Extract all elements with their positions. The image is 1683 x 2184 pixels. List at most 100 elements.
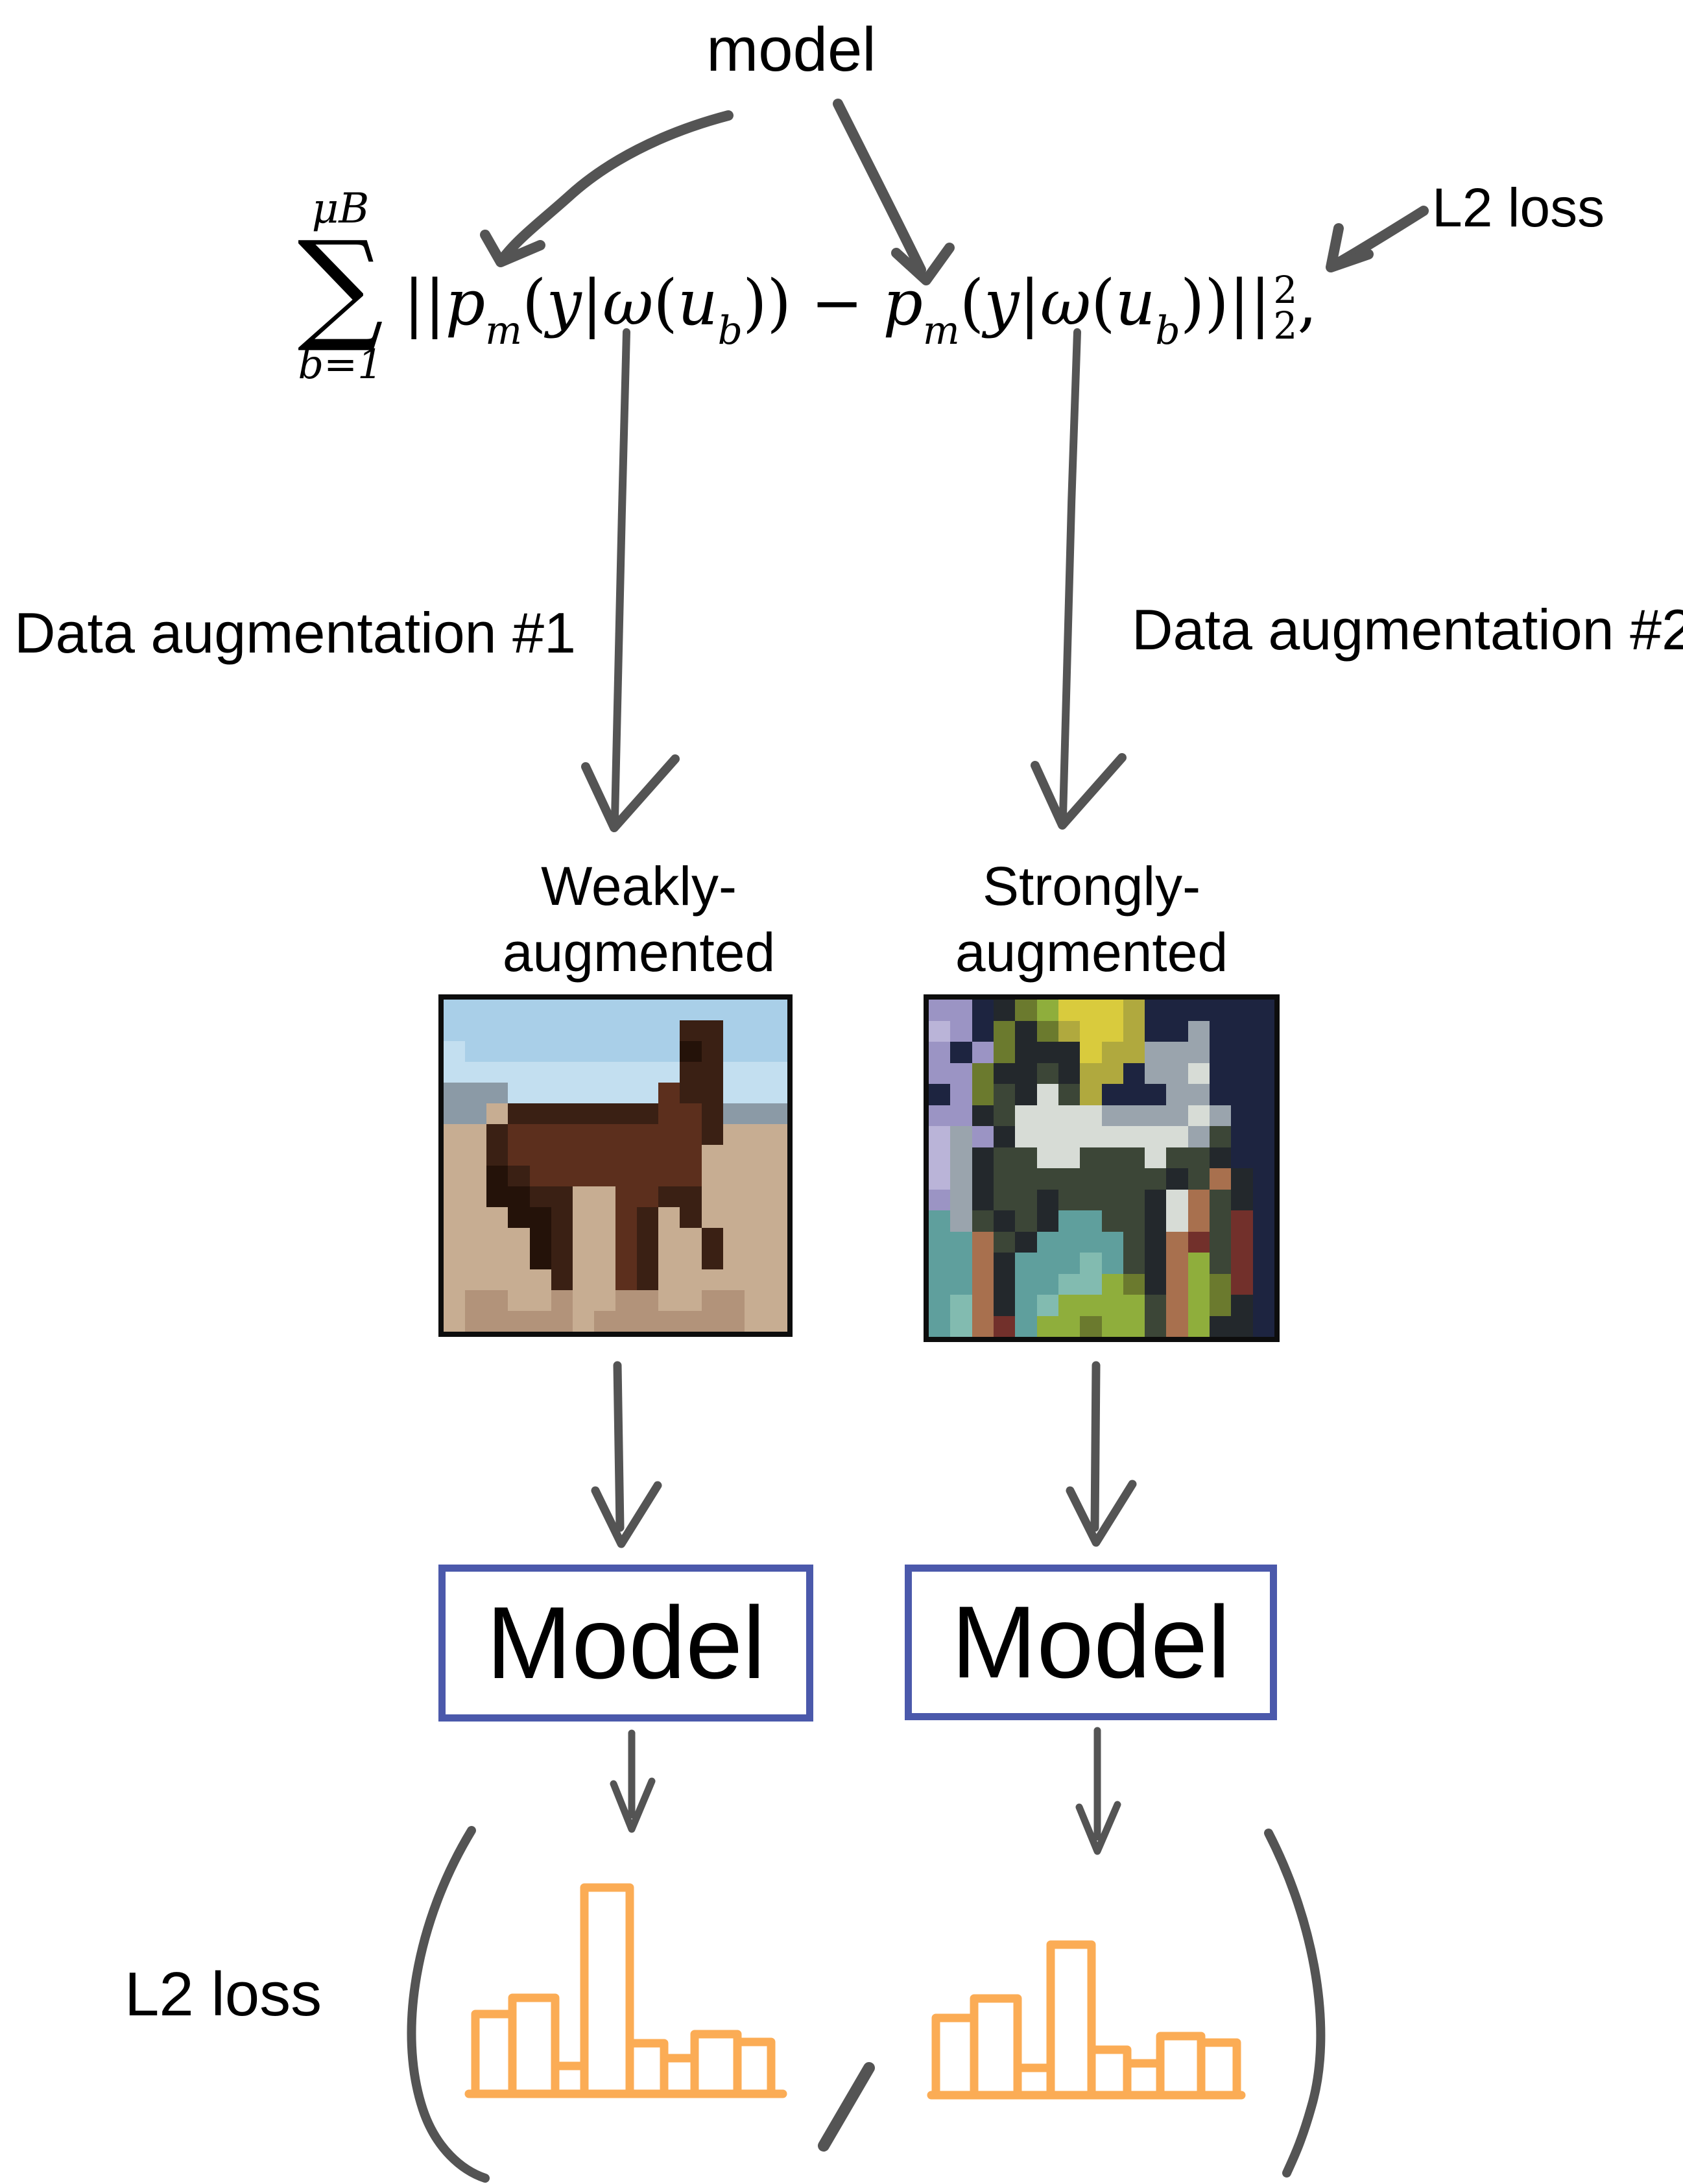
image-pixel (993, 1147, 1016, 1168)
image-pixel (765, 1000, 787, 1020)
image-pixel (1101, 1253, 1123, 1274)
image-pixel (1166, 1253, 1188, 1274)
image-pixel (615, 1103, 638, 1124)
arrow-left-model-to-histogram (610, 1729, 656, 1833)
image-pixel (529, 1103, 551, 1124)
image-pixel (444, 1020, 466, 1041)
image-pixel (680, 1083, 702, 1103)
arrowhead-icon (610, 1777, 656, 1833)
image-pixel (444, 1311, 466, 1332)
image-pixel (465, 1228, 487, 1249)
image-pixel (637, 1166, 659, 1186)
image-pixel (508, 1020, 530, 1041)
image-pixel (1015, 1253, 1037, 1274)
image-pixel (508, 1103, 530, 1124)
image-pixel (572, 1083, 594, 1103)
image-pixel (1080, 1084, 1102, 1105)
image-pixel (486, 1207, 508, 1228)
image-pixel (1123, 1295, 1145, 1316)
image-pixel (637, 1290, 659, 1311)
arrow-right-model-to-histogram (1075, 1727, 1121, 1855)
image-pixel (486, 1228, 508, 1249)
image-pixel (486, 1269, 508, 1290)
histogram-bar (1087, 2045, 1132, 2100)
image-pixel (1231, 1189, 1253, 1210)
image-pixel (1166, 1210, 1188, 1232)
image-pixel (1123, 1231, 1145, 1253)
image-pixel (1231, 1126, 1253, 1147)
image-pixel (680, 1145, 702, 1166)
image-pixel (1231, 1020, 1253, 1042)
image-pixel (1252, 1020, 1274, 1042)
image-pixel (508, 1145, 530, 1166)
image-pixel (444, 1062, 466, 1083)
arrow-l2loss-to-formula (1326, 206, 1429, 272)
image-pixel (701, 1269, 723, 1290)
image-pixel (637, 1249, 659, 1269)
image-pixel (1210, 1210, 1232, 1232)
image-pixel (1231, 1315, 1253, 1337)
histogram-bar (471, 2010, 517, 2098)
image-pixel (1166, 1315, 1188, 1337)
image-pixel (1252, 1189, 1274, 1210)
image-pixel (1036, 1273, 1058, 1295)
image-pixel (444, 1228, 466, 1249)
image-pixel (637, 1000, 659, 1020)
image-pixel (486, 1083, 508, 1103)
histogram-right (927, 1940, 1246, 2100)
image-pixel (1080, 1253, 1102, 1274)
image-pixel (658, 1249, 680, 1269)
image-pixel (658, 1000, 680, 1020)
image-pixel (1166, 1062, 1188, 1084)
image-pixel (1188, 1000, 1210, 1021)
image-pixel (1166, 1000, 1188, 1021)
image-pixel (572, 1062, 594, 1083)
image-pixel (972, 1084, 994, 1105)
image-pixel (1231, 1210, 1253, 1232)
histogram-bar (580, 1883, 634, 2098)
image-pixel (993, 1042, 1016, 1063)
image-pixel (1145, 1126, 1167, 1147)
image-pixel (551, 1186, 573, 1207)
image-pixel (1123, 1147, 1145, 1168)
image-pixel (1036, 1210, 1058, 1232)
image-pixel (1080, 1273, 1102, 1295)
image-pixel (701, 1041, 723, 1062)
image-pixel (1123, 1000, 1145, 1021)
weakly-augmented-image (438, 994, 793, 1337)
image-pixel (680, 1041, 702, 1062)
image-pixel (929, 1295, 951, 1316)
image-pixel (444, 1145, 466, 1166)
image-pixel (1036, 1062, 1058, 1084)
image-pixel (1252, 1042, 1274, 1063)
image-pixel (1123, 1168, 1145, 1190)
image-pixel (1166, 1295, 1188, 1316)
image-pixel (972, 1189, 994, 1210)
image-pixel (1101, 1084, 1123, 1105)
image-pixel (1015, 1042, 1037, 1063)
image-pixel (1145, 1168, 1167, 1190)
image-pixel (1036, 1189, 1058, 1210)
histogram-bar (508, 1993, 560, 2098)
image-pixel (444, 1000, 466, 1020)
image-pixel (551, 1228, 573, 1249)
image-pixel (486, 1103, 508, 1124)
histogram-bar (660, 2054, 699, 2098)
image-pixel (1015, 1273, 1037, 1295)
image-pixel (929, 1253, 951, 1274)
image-pixel (701, 1249, 723, 1269)
strongly-augmented-image (924, 994, 1280, 1342)
arrow-model-to-strong-term (833, 99, 955, 285)
image-pixel (465, 1311, 487, 1332)
image-pixel (1015, 1084, 1037, 1105)
image-pixel (972, 1253, 994, 1274)
histogram-bar (1046, 1940, 1096, 2100)
image-pixel (637, 1124, 659, 1145)
image-pixel (658, 1207, 680, 1228)
sum-upper-limit: μB (311, 185, 370, 233)
image-pixel (1080, 1062, 1102, 1084)
image-pixel (572, 1145, 594, 1166)
image-pixel (551, 1145, 573, 1166)
arrow-formula-to-strong-image (1031, 328, 1127, 830)
